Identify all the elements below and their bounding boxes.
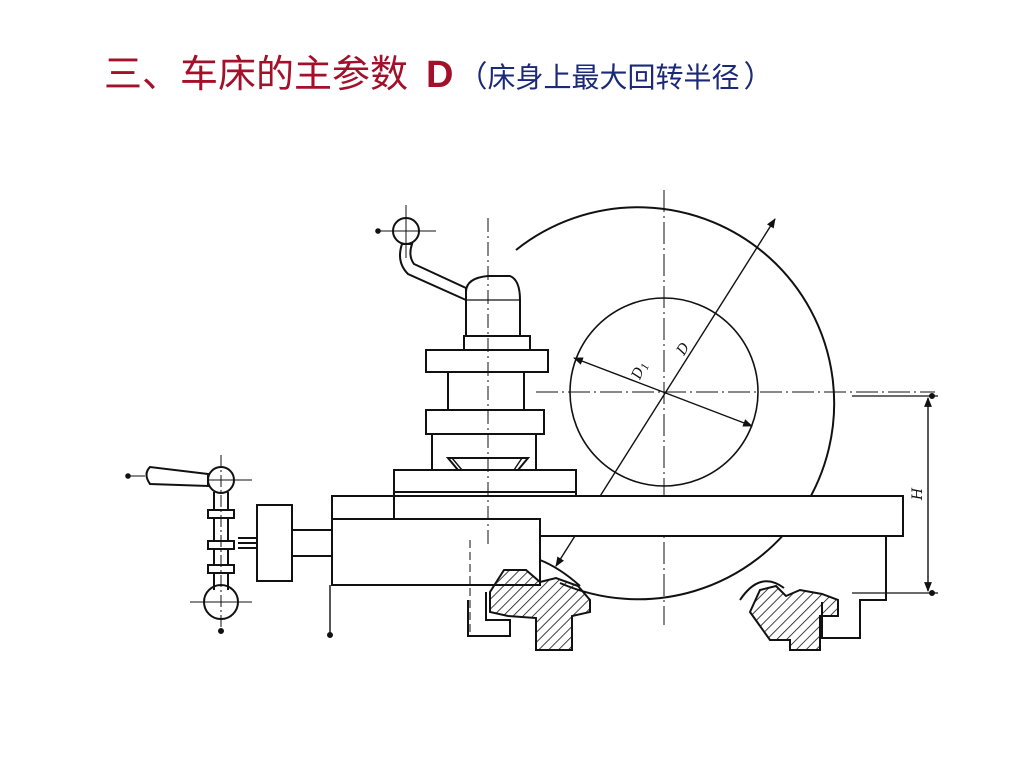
title-paren-close: ） bbox=[743, 60, 774, 95]
tool-post-lever bbox=[399, 243, 467, 302]
swing-circle-d bbox=[515, 206, 836, 601]
title-parameter: D bbox=[426, 54, 454, 96]
lower-bed bbox=[540, 535, 887, 639]
left-rail-profile bbox=[489, 569, 591, 651]
title-paren-open: （ bbox=[457, 60, 488, 95]
label-h-text: H bbox=[910, 487, 926, 501]
label-d1-text: D1 bbox=[628, 359, 652, 383]
title-subtitle: 床身上最大回转半径 bbox=[487, 61, 740, 94]
tool-post-flange bbox=[425, 349, 549, 373]
label-h: H bbox=[910, 487, 926, 501]
handwheel-handle bbox=[145, 465, 209, 488]
tool-post-body bbox=[447, 371, 525, 411]
title-main: 三、车床的主参数 bbox=[104, 52, 409, 96]
right-rail-profile bbox=[748, 584, 839, 651]
slide-title: 三、车床的主参数 D（床身上最大回转半径） bbox=[104, 48, 773, 104]
label-d1-sub: 1 bbox=[640, 362, 653, 372]
handwheel-hub bbox=[256, 504, 293, 582]
label-d1-main: D bbox=[628, 365, 647, 382]
label-d-text: D bbox=[673, 340, 693, 359]
label-d1: D1 bbox=[628, 359, 652, 383]
saddle bbox=[393, 469, 577, 493]
dimension-d1-line bbox=[573, 357, 753, 427]
tool-post-cap bbox=[465, 275, 521, 337]
label-d: D bbox=[673, 340, 693, 359]
